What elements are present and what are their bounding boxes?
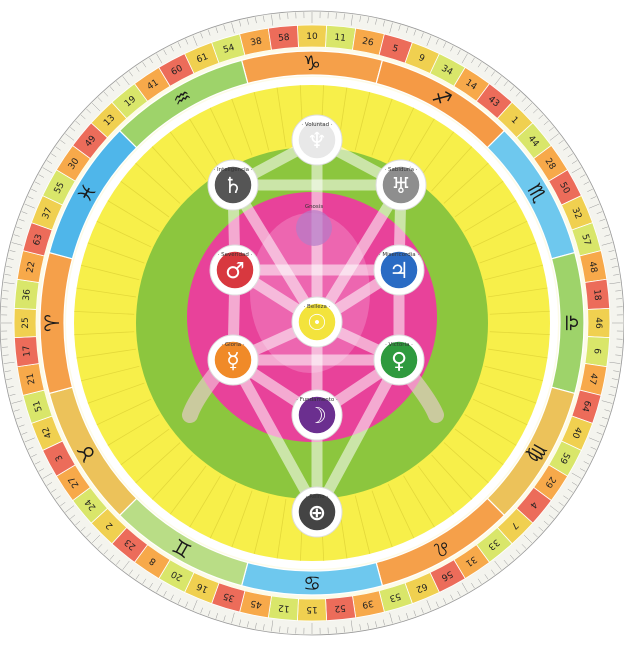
sephira-victoria-label: · Victoria · (385, 342, 413, 348)
sephira-sabiduria-planet-icon: ♅ (391, 174, 411, 199)
sephira-voluntad-label: · Voluntad · (301, 122, 332, 128)
sephira-gloria-label: · Gloria · (221, 342, 245, 348)
sephira-reino-label: · Reino · (306, 494, 329, 500)
number-label: 12 (278, 602, 290, 613)
number-label: 58 (278, 33, 291, 44)
sephira-severidad[interactable]: · Severidad ·♂ (210, 245, 260, 295)
sephira-victoria[interactable]: · Victoria ·♀ (374, 335, 424, 385)
sephira-gloria[interactable]: · Gloria ·☿ (208, 335, 258, 385)
number-label: 17 (22, 345, 33, 357)
sephira-belleza-planet-icon: ☉ (307, 311, 327, 336)
number-label: 15 (306, 604, 317, 614)
sephira-fundamento[interactable]: · Fundamento ·☽ (292, 390, 342, 440)
aries-sign-icon: ♈ (40, 314, 64, 332)
sephira-voluntad[interactable]: · Voluntad ·♆ (292, 115, 342, 165)
sephira-gloria-planet-icon: ☿ (226, 349, 240, 374)
number-label: 25 (21, 317, 31, 328)
sephira-inteligencia-planet-icon: ♄ (223, 174, 243, 199)
sephira-severidad-planet-icon: ♂ (225, 259, 245, 284)
cancer-sign-icon: ♋ (303, 571, 321, 595)
number-label: 52 (334, 602, 346, 613)
sephira-misericordia-planet-icon: ♃ (389, 259, 409, 284)
sephira-belleza-label: · Belleza · (304, 304, 331, 310)
sephira-misericordia[interactable]: · Misericordia ·♃ (374, 245, 424, 295)
sephira-sabiduria-label: · Sabiduría · (384, 166, 417, 173)
sephira-fundamento-planet-icon: ☽ (307, 404, 327, 429)
number-label: 11 (334, 33, 346, 44)
sephira-belleza[interactable]: · Belleza ·☉ (292, 297, 342, 347)
sephira-victoria-planet-icon: ♀ (391, 349, 407, 374)
sephira-misericordia-label: · Misericordia · (379, 252, 420, 258)
sephira-gnosis-label: Gnosis (305, 204, 324, 210)
number-label: 36 (22, 289, 33, 302)
sephira-inteligencia[interactable]: · Inteligencia ·♄ (208, 160, 258, 210)
number-label: 18 (591, 289, 602, 302)
capricorn-sign-icon: ♑ (303, 51, 321, 75)
number-label: 46 (593, 317, 603, 329)
number-label: 10 (306, 32, 318, 42)
sephira-inteligencia-label: · Inteligencia · (214, 167, 253, 173)
sephira-reino[interactable]: · Reino ·⊕ (292, 487, 342, 537)
sephira-sabiduria[interactable]: · Sabiduría ·♅ (376, 160, 426, 210)
sephira-severidad-label: · Severidad · (218, 252, 253, 258)
sephira-fundamento-label: · Fundamento · (296, 397, 338, 403)
libra-sign-icon: ♎ (560, 314, 584, 332)
sephira-reino-planet-icon: ⊕ (308, 501, 326, 526)
sephira-voluntad-planet-icon: ♆ (307, 129, 327, 154)
